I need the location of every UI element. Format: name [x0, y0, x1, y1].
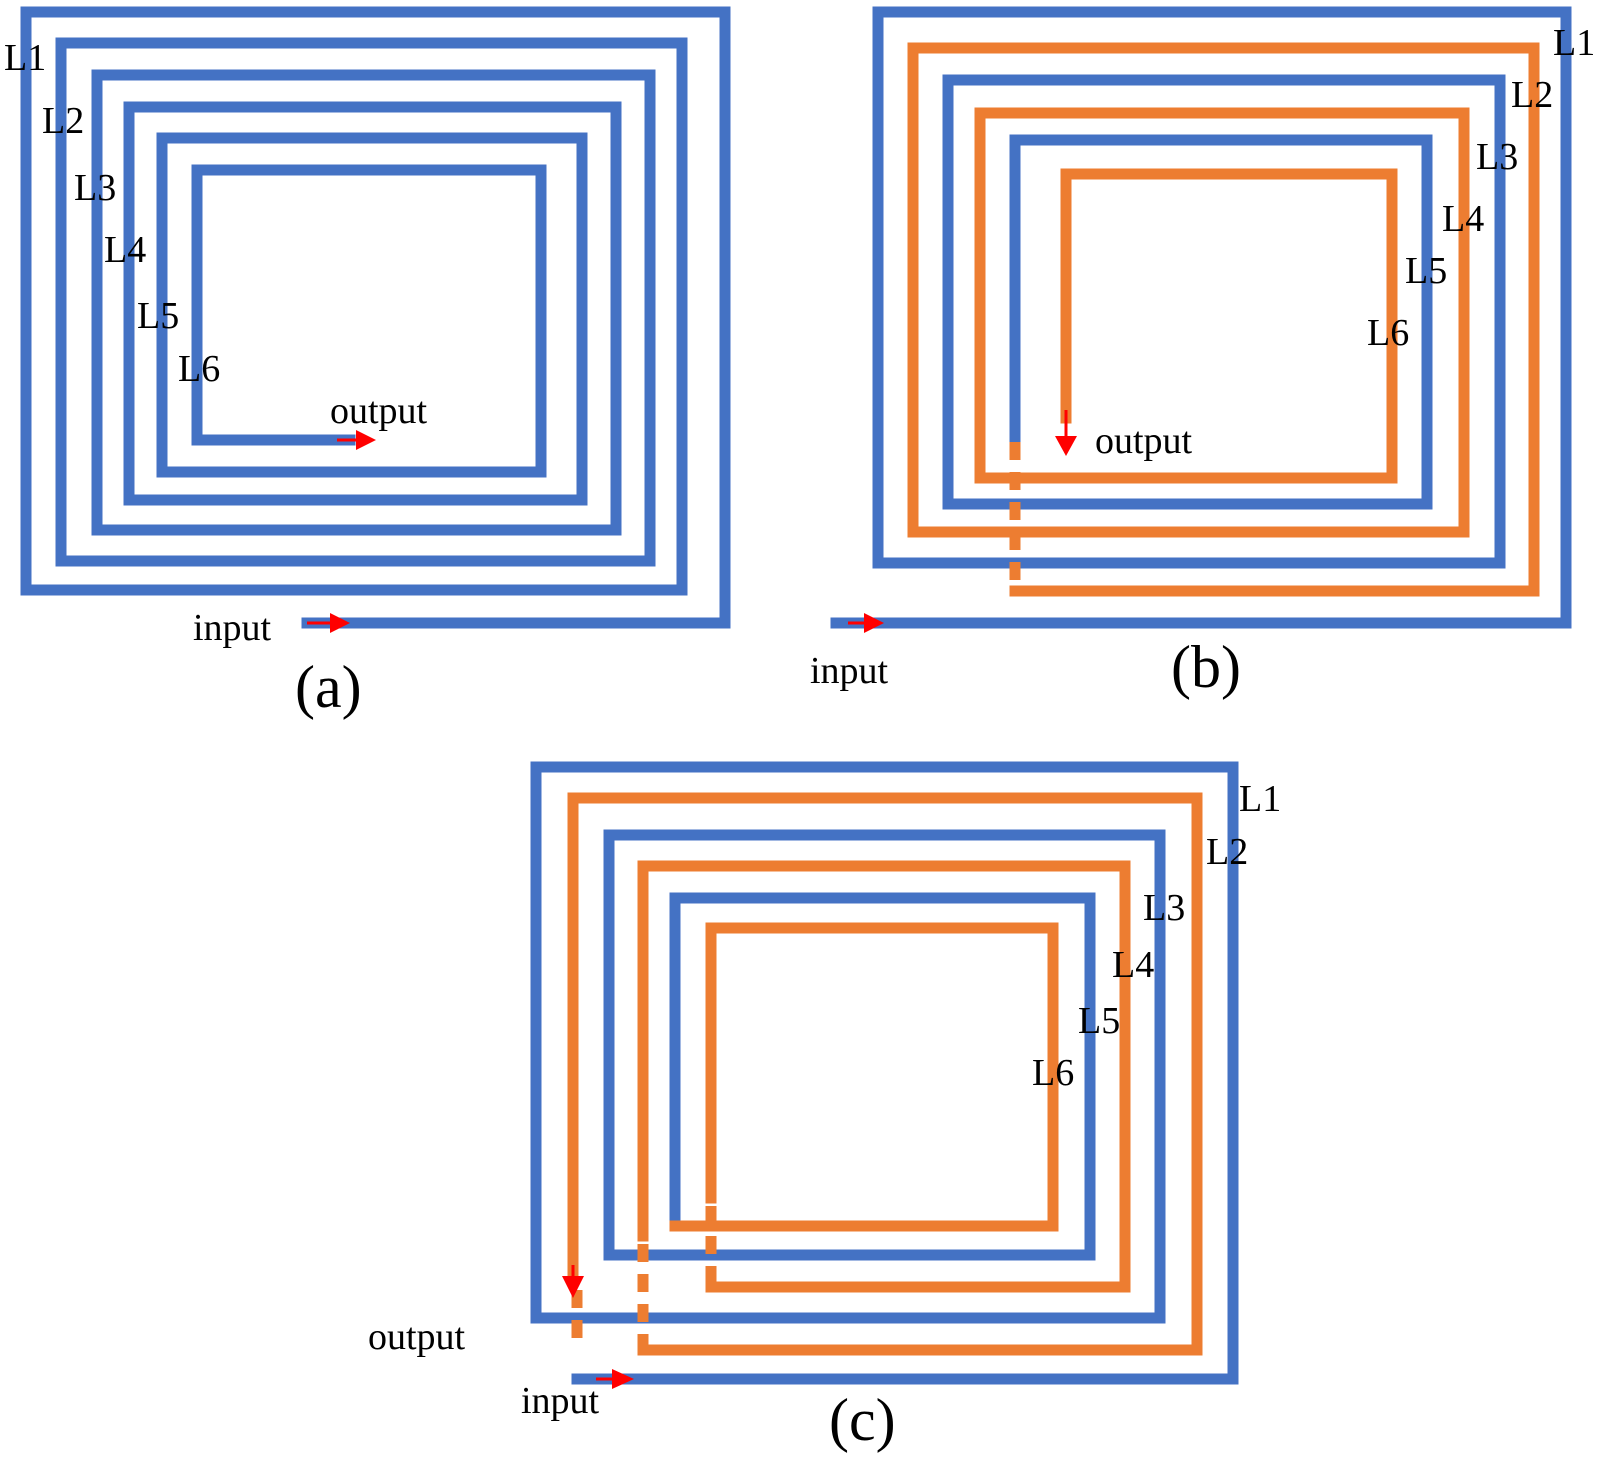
label-c-l5: L5 — [1078, 1000, 1120, 1042]
panel-a: L1 L2 L3 L4 L5 L6 output input (a) — [4, 6, 731, 720]
label-c-input: input — [521, 1380, 600, 1422]
caption-c: (c) — [829, 1387, 896, 1453]
label-a-output: output — [330, 390, 428, 432]
coil-b-orange-trace — [907, 42, 1540, 597]
label-a-input: input — [193, 607, 272, 649]
label-c-l3: L3 — [1143, 887, 1185, 929]
coil-c-orange-trace — [567, 792, 1203, 1356]
label-c-l6: L6 — [1032, 1052, 1074, 1094]
label-a-l3: L3 — [74, 167, 116, 209]
input-arrowhead-a — [330, 613, 350, 633]
label-b-l4: L4 — [1442, 198, 1484, 240]
caption-b: (b) — [1171, 634, 1241, 700]
input-arrowhead-c — [612, 1369, 634, 1389]
coil-c-blue-trace — [530, 761, 1239, 1385]
panel-b: L1 L2 L3 L4 L5 L6 output input (b) — [810, 6, 1595, 700]
coil-c-orange-trace-core — [669, 922, 1059, 1232]
label-a-l4: L4 — [104, 229, 146, 271]
label-c-l2: L2 — [1206, 831, 1248, 873]
coil-c-orange-trace-inner — [637, 860, 1131, 1293]
label-c-l4: L4 — [1112, 944, 1154, 986]
output-arrowhead-a — [356, 430, 376, 450]
label-b-l6: L6 — [1367, 312, 1409, 354]
label-b-l2: L2 — [1511, 74, 1553, 116]
label-a-l1: L1 — [4, 37, 46, 79]
caption-a: (a) — [295, 654, 362, 720]
output-arrowhead-c — [562, 1276, 584, 1298]
label-c-l1: L1 — [1239, 778, 1281, 820]
panel-c: L1 L2 L3 L4 L5 L6 output input (c) — [368, 761, 1281, 1453]
label-b-output: output — [1095, 420, 1193, 462]
label-a-l6: L6 — [178, 348, 220, 390]
label-b-l5: L5 — [1405, 250, 1447, 292]
coil-b-blue-trace — [830, 6, 1572, 629]
coil-a-trace — [20, 6, 731, 629]
label-a-l2: L2 — [42, 100, 84, 142]
label-b-l1: L1 — [1553, 22, 1595, 64]
label-a-l5: L5 — [137, 295, 179, 337]
label-b-input: input — [810, 650, 889, 692]
output-arrowhead-b — [1055, 436, 1077, 456]
label-b-l3: L3 — [1476, 136, 1518, 178]
label-c-output: output — [368, 1316, 466, 1358]
input-arrowhead-b — [864, 613, 884, 633]
